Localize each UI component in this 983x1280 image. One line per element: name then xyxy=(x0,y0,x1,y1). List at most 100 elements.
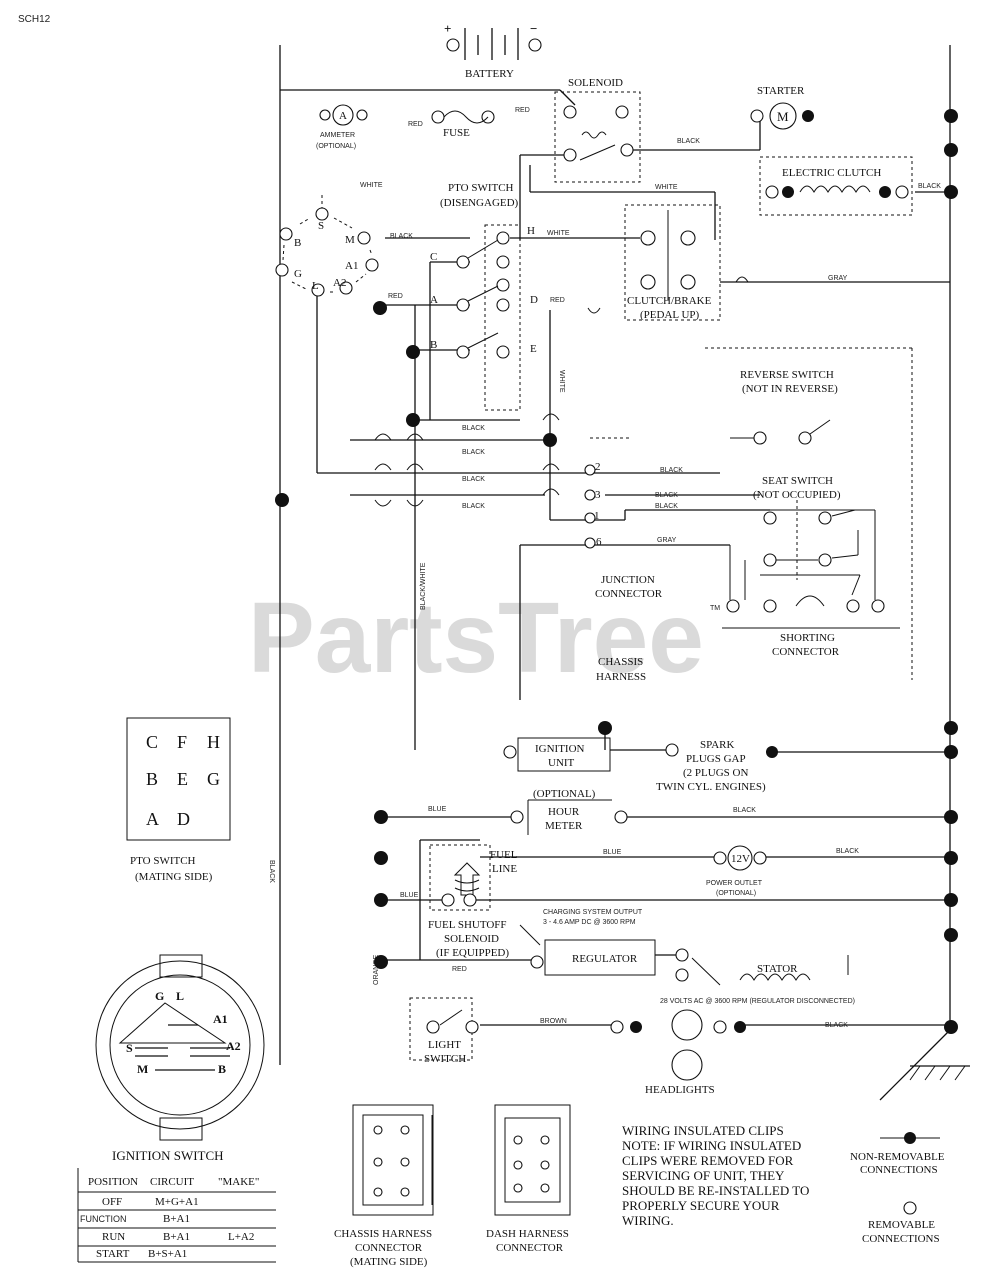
pto-switch-label: PTO SWITCH xyxy=(448,182,514,194)
note-line-1: WIRING INSULATED CLIPS xyxy=(622,1123,784,1138)
fuel-sol-label: FUEL SHUTOFF xyxy=(428,919,507,931)
battery: + − BATTERY xyxy=(444,21,542,80)
wire-crossovers: BLACK BLACK BLACK BLACK WHITE BLACK/WHIT… xyxy=(268,370,565,985)
power-outlet-v: 12V xyxy=(731,853,750,865)
ign-row4-c2: B+S+A1 xyxy=(148,1248,187,1260)
wire-white-pto: WHITE xyxy=(547,230,570,237)
chassis-harness-label-2: HARNESS xyxy=(596,671,646,683)
wire-black-d: BLACK xyxy=(462,503,485,510)
dash-conn-label-2: CONNECTOR xyxy=(496,1242,564,1254)
wire-blue-hour: BLUE xyxy=(428,806,447,813)
wire-white-2: WHITE xyxy=(655,184,678,191)
light-switch-label: LIGHT xyxy=(428,1039,461,1051)
hour-label: HOUR xyxy=(548,806,580,818)
fuel-sol-label-2: SOLENOID xyxy=(444,933,499,945)
notes: WIRING INSULATED CLIPS NOTE: IF WIRING I… xyxy=(622,1123,809,1228)
headlights-label: HEADLIGHTS xyxy=(645,1084,715,1096)
charging-label-2: 3 - 4.6 AMP DC @ 3600 RPM xyxy=(543,919,636,926)
fuel-line-label-2: LINE xyxy=(492,863,517,875)
wire-black-a: BLACK xyxy=(462,425,485,432)
chassis-harness-connector: CHASSIS HARNESS CONNECTOR (MATING SIDE) xyxy=(334,1104,434,1268)
ign-row3-c1: RUN xyxy=(102,1231,125,1243)
ign-face-b: B xyxy=(218,1062,226,1076)
pto-switch-label-2: (DISENGAGED) xyxy=(440,197,519,209)
pto-mating-side: C F H B E G A D PTO SWITCH (MATING SIDE) xyxy=(126,717,231,883)
ignition-switch-face: G L A1 A2 S M B IGNITION SWITCH xyxy=(95,954,265,1163)
ignition-unit-label-2: UNIT xyxy=(548,757,575,769)
clutch-brake-label: CLUTCH/BRAKE xyxy=(627,295,712,307)
wire-red-fuse: RED xyxy=(408,121,423,128)
ammeter-label: AMMETER xyxy=(320,132,355,139)
ign-row3-c2: B+A1 xyxy=(163,1231,190,1243)
dash-conn-label: DASH HARNESS xyxy=(486,1228,569,1240)
solenoid: SOLENOID xyxy=(563,77,634,162)
hour-label-2: METER xyxy=(545,820,583,832)
wire-blue-sol: BLUE xyxy=(400,892,419,899)
wire-gray-j6: GRAY xyxy=(657,537,677,544)
junction-label: JUNCTION xyxy=(601,574,655,586)
light-switch: LIGHT SWITCH BROWN HEADLIGHTS BLACK xyxy=(424,1009,848,1096)
hour-opt-label: (OPTIONAL) xyxy=(533,788,596,800)
junction-pin-6: 6 xyxy=(596,536,602,548)
fuel-sol-label-3: (IF EQUIPPED) xyxy=(436,947,509,959)
starter-label: STARTER xyxy=(757,85,805,97)
pto-mating-label: PTO SWITCH xyxy=(130,855,196,867)
spark-label-2: PLUGS GAP xyxy=(686,753,746,765)
pto-mate-f: F xyxy=(177,732,187,752)
ammeter-optional: (OPTIONAL) xyxy=(316,143,356,150)
ign-term-m: M xyxy=(345,234,355,246)
shorting-label-2: CONNECTOR xyxy=(772,646,840,658)
spark-label: SPARK xyxy=(700,739,735,751)
charging-label: CHARGING SYSTEM OUTPUT xyxy=(543,909,643,916)
wire-black-j2: BLACK xyxy=(660,467,683,474)
stator-label: STATOR xyxy=(757,963,798,975)
pto-mate-a: A xyxy=(146,809,159,829)
wire-black-hour: BLACK xyxy=(733,807,756,814)
regulator-stator: CHARGING SYSTEM OUTPUT 3 - 4.6 AMP DC @ … xyxy=(374,909,855,1005)
power-outlet-label: POWER OUTLET xyxy=(706,880,763,887)
wire-red-pto: RED xyxy=(388,293,403,300)
note-line-6: PROPERLY SECURE YOUR xyxy=(622,1198,780,1213)
junction-pin-2: 2 xyxy=(595,461,601,473)
ign-row2-c2: B+A1 xyxy=(163,1213,190,1225)
pto-mate-h: H xyxy=(207,732,220,752)
shorting-label: SHORTING xyxy=(780,632,835,644)
battery-minus: − xyxy=(530,21,537,36)
junction-connector: 2 3 1 6 JUNCTION CONNECTOR CHASSIS HARNE… xyxy=(584,461,683,683)
fuel-line-label: FUEL xyxy=(490,849,518,861)
ignition-switch-top: S B M A1 A2 G L WHITE BLACK xyxy=(275,182,413,297)
watermark-tm: TM xyxy=(710,605,720,612)
wire-black-j1: BLACK xyxy=(655,503,678,510)
ign-term-s: S xyxy=(318,220,324,232)
wire-blue-outlet: BLUE xyxy=(603,849,622,856)
ammeter: A AMMETER (OPTIONAL) xyxy=(316,104,368,150)
ign-face-a1: A1 xyxy=(213,1012,228,1026)
wire-black-white: BLACK/WHITE xyxy=(420,562,427,610)
watermark: PartsTree xyxy=(248,582,704,694)
pto-term-d: D xyxy=(530,294,538,306)
power-outlet-label-2: (OPTIONAL) xyxy=(716,890,756,897)
electric-clutch: ELECTRIC CLUTCH BLACK BLACK xyxy=(677,138,941,199)
fuel-and-power: FUEL LINE 12V POWER OUTLET (OPTIONAL) BL… xyxy=(374,845,859,959)
starter-m: M xyxy=(777,109,789,124)
wire-black-b: BLACK xyxy=(462,449,485,456)
ign-table-h3: "MAKE" xyxy=(218,1176,259,1188)
ign-row1-c1: OFF xyxy=(102,1196,122,1208)
chassis-conn-label: CHASSIS HARNESS xyxy=(334,1228,432,1240)
ign-face-s: S xyxy=(126,1041,133,1055)
ignition-switch-label: IGNITION SWITCH xyxy=(112,1148,224,1163)
fuse-label: FUSE xyxy=(443,127,470,139)
dash-harness-connector: DASH HARNESS CONNECTOR xyxy=(486,1104,571,1254)
main-wiring xyxy=(279,45,970,1101)
reverse-switch-label: REVERSE SWITCH xyxy=(740,369,834,381)
ign-table-h1: POSITION xyxy=(88,1176,138,1188)
ign-term-a1: A1 xyxy=(345,260,358,272)
wire-black-sol: BLACK xyxy=(677,138,700,145)
junction-pin-3: 3 xyxy=(595,489,601,501)
fuse: FUSE RED RED xyxy=(408,107,530,139)
ign-row1-c2: M+G+A1 xyxy=(155,1196,199,1208)
wire-black-left: BLACK xyxy=(268,860,275,883)
clutch-brake-switch: CLUTCH/BRAKE (PEDAL UP) GRAY xyxy=(587,210,848,321)
note-line-2: NOTE: IF WIRING INSULATED xyxy=(622,1138,801,1153)
